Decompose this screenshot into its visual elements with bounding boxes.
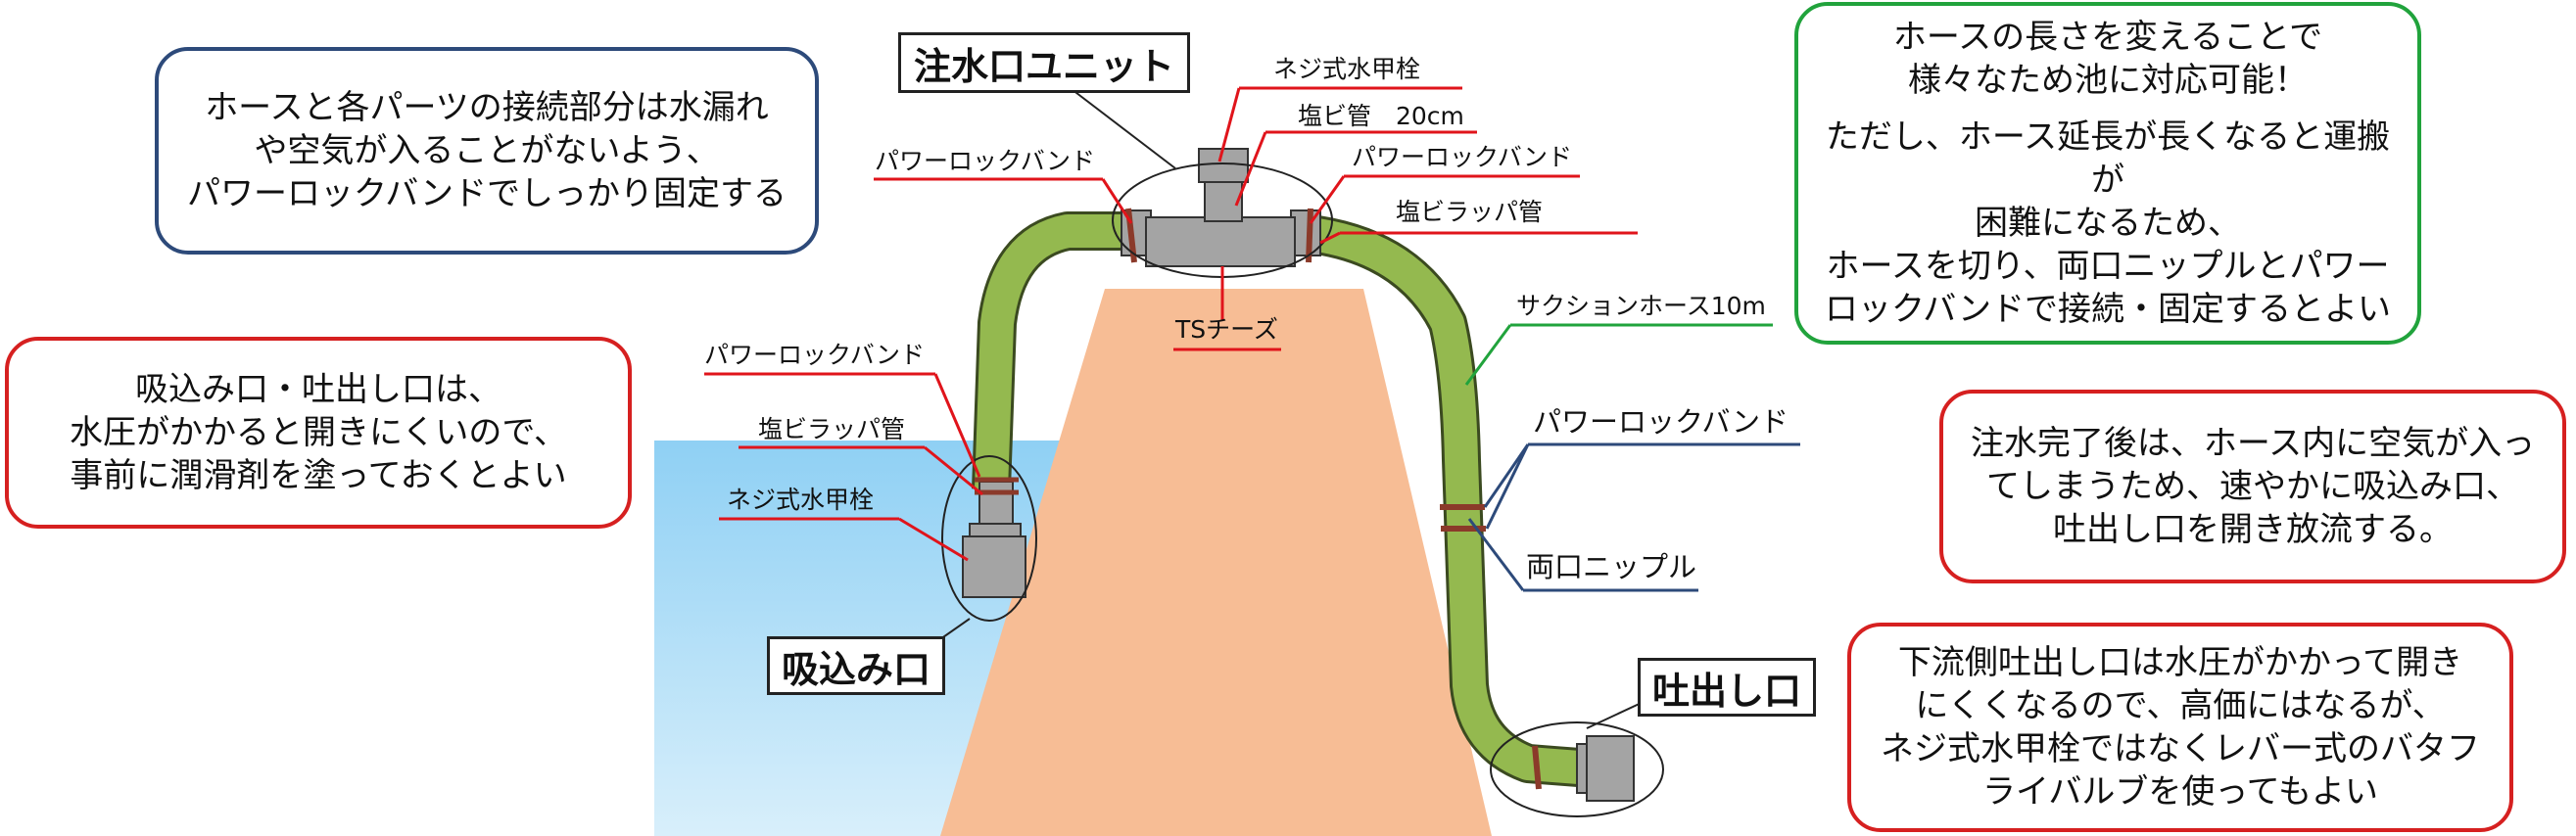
label-wrap-top: 塩ビラッパ管 <box>1396 198 1544 226</box>
power-lock-band-outlet <box>1532 745 1542 790</box>
label-neji-left: ネジ式水甲栓 <box>727 486 875 514</box>
note-after-fill-text: 注水完了後は、ホース内に空気が入っ てしまうため、速やかに吸込み口、 吐出し口を… <box>1970 424 2536 549</box>
outlet-title: 吐出し口 <box>1638 658 1816 717</box>
label-wrap-left: 塩ビラッパ管 <box>758 415 906 443</box>
embankment <box>940 289 1492 836</box>
label-suction-hose: サクションホース10m <box>1516 292 1766 320</box>
injection-unit-title: 注水口ユニット <box>898 32 1190 93</box>
intake-title: 吸込み口 <box>767 636 945 695</box>
intake-ellipse <box>941 455 1037 622</box>
note-downstream-text: 下流側吐出し口は水圧がかかって開き にくくなるので、高価にはなるが、 ネジ式水甲… <box>1881 643 2480 812</box>
outlet-fittings <box>1576 735 1635 802</box>
note-hose-length-text-2: ただし、ホース延長が長くなると運搬が 困難になるため、 ホースを切り、両口ニップ… <box>1825 117 2391 329</box>
note-after-fill: 注水完了後は、ホース内に空気が入っ てしまうため、速やかに吸込み口、 吐出し口を… <box>1939 390 2566 583</box>
note-hose-joint: ホースと各パーツの接続部分は水漏れ や空気が入ることがないよう、 パワーロックバ… <box>155 47 819 255</box>
note-intake-tip-text: 吸込み口・吐出し口は、 水圧がかかると開きにくいので、 事前に潤滑剤を塗っておく… <box>70 370 567 495</box>
label-enbi-pipe: 塩ビ管 20cm <box>1298 102 1464 130</box>
label-band-top-right: パワーロックバンド <box>1352 143 1573 171</box>
suction-hose <box>972 211 1581 787</box>
injection-unit-fittings <box>1121 148 1321 267</box>
note-hose-length: ホースの長さを変えることで 様々なため池に対応可能！ ただし、ホース延長が長くな… <box>1794 2 2421 345</box>
intake-fittings <box>962 481 1026 598</box>
label-band-top-left: パワーロックバンド <box>875 147 1096 175</box>
note-hose-joint-text: ホースと各パーツの接続部分は水漏れ や空気が入ることがないよう、 パワーロックバ… <box>187 88 787 213</box>
label-band-left: パワーロックバンド <box>704 341 926 369</box>
note-downstream: 下流側吐出し口は水圧がかかって開き にくくなるので、高価にはなるが、 ネジ式水甲… <box>1847 623 2513 832</box>
label-neji-top: ネジ式水甲栓 <box>1273 55 1421 83</box>
note-hose-length-text-1: ホースの長さを変えることで 様々なため池に対応可能！ <box>1892 18 2323 100</box>
outlet-ellipse <box>1490 721 1664 817</box>
label-ts-cheese: TSチーズ <box>1175 315 1278 344</box>
label-band-right: パワーロックバンド <box>1533 405 1789 439</box>
note-intake-tip: 吸込み口・吐出し口は、 水圧がかかると開きにくいので、 事前に潤滑剤を塗っておく… <box>5 337 632 529</box>
label-nipple: 両口ニップル <box>1526 550 1697 583</box>
